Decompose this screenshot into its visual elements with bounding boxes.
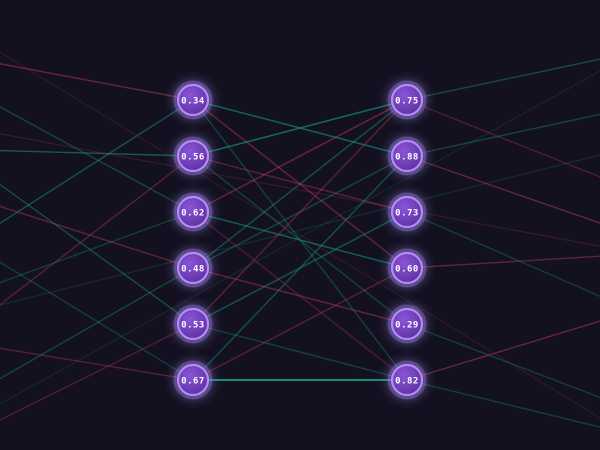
edge-positive-4	[0, 106, 194, 213]
node-glow-ring	[387, 248, 427, 288]
node-glow-ring	[387, 304, 427, 344]
node-hidden-2-3: 0.60	[387, 248, 427, 288]
node-glow-ring	[387, 136, 427, 176]
node-circle	[390, 307, 424, 341]
node-circle	[176, 251, 210, 285]
node-glow-ring	[173, 304, 213, 344]
edge-positive-2	[0, 149, 194, 157]
node-glow-ring	[173, 80, 213, 120]
edge-negative-36	[406, 155, 600, 224]
node-hidden-2-0: 0.75	[387, 80, 427, 120]
node-glow-ring	[173, 192, 213, 232]
node-glow-ring	[387, 80, 427, 120]
node-circle	[176, 83, 210, 117]
node-value: 0.34	[181, 97, 205, 107]
edge-negative-35	[406, 99, 600, 178]
node-value: 0.75	[395, 97, 419, 107]
edge-negative-3	[0, 155, 194, 306]
edge-positive-15	[0, 70, 600, 405]
node-glow-ring	[387, 360, 427, 400]
edge-negative-22	[192, 99, 408, 213]
edge-negative-39	[406, 255, 600, 269]
node-value: 0.67	[181, 377, 205, 387]
node-value: 0.48	[181, 265, 205, 275]
node-value: 0.53	[181, 321, 205, 331]
edge-negative-17	[192, 99, 408, 269]
edge-negative-20	[192, 155, 408, 213]
node-layer: 0.34 0.56 0.62 0.48 0.53 0.67 0.75 0.88 0.73 0.60…	[173, 80, 427, 400]
node-glow-ring	[173, 136, 213, 176]
node-value: 0.60	[395, 265, 419, 275]
node-value: 0.73	[395, 209, 419, 219]
node-circle	[390, 251, 424, 285]
node-value: 0.56	[181, 153, 205, 163]
edge-positive-40	[406, 323, 600, 399]
edge-positive-23	[192, 211, 408, 269]
node-hidden-1-5: 0.67	[173, 360, 213, 400]
edge-negative-33	[192, 267, 408, 381]
edge-negative-6	[0, 205, 194, 269]
node-circle	[176, 139, 210, 173]
node-hidden-2-1: 0.88	[387, 136, 427, 176]
node-value: 0.88	[395, 153, 419, 163]
edge-negative-24	[192, 211, 408, 381]
node-circle	[390, 139, 424, 173]
edge-positive-37	[406, 113, 600, 157]
edge-positive-32	[192, 155, 408, 381]
node-hidden-1-4: 0.53	[173, 304, 213, 344]
edge-layer	[0, 51, 600, 428]
node-hidden-1-0: 0.34	[173, 80, 213, 120]
node-glow-ring	[173, 360, 213, 400]
edge-positive-42	[406, 379, 600, 428]
node-hidden-1-2: 0.62	[173, 192, 213, 232]
edge-positive-30	[192, 323, 408, 381]
edge-positive-29	[192, 211, 408, 325]
node-hidden-2-5: 0.82	[387, 360, 427, 400]
node-glow-ring	[387, 192, 427, 232]
node-value: 0.62	[181, 209, 205, 219]
node-hidden-2-4: 0.29	[387, 304, 427, 344]
edge-negative-14	[0, 51, 600, 419]
edge-positive-13	[0, 154, 600, 306]
node-hidden-2-2: 0.73	[387, 192, 427, 232]
edge-positive-5	[0, 211, 194, 284]
edge-positive-7	[0, 267, 194, 380]
node-glow-ring	[173, 248, 213, 288]
node-circle	[176, 363, 210, 397]
node-circle	[390, 83, 424, 117]
edge-negative-11	[0, 347, 194, 381]
edge-positive-19	[192, 99, 408, 157]
edge-positive-0	[0, 99, 194, 225]
edge-positive-25	[192, 99, 408, 269]
node-circle	[390, 195, 424, 229]
edge-negative-27	[192, 267, 408, 325]
edge-positive-10	[0, 261, 194, 381]
node-hidden-1-1: 0.56	[173, 136, 213, 176]
edge-positive-38	[406, 211, 600, 298]
node-value: 0.82	[395, 377, 419, 387]
node-circle	[390, 363, 424, 397]
edge-positive-8	[0, 183, 194, 325]
edge-negative-12	[0, 133, 600, 247]
node-value: 0.29	[395, 321, 419, 331]
node-hidden-1-3: 0.48	[173, 248, 213, 288]
edge-negative-9	[0, 323, 194, 421]
node-circle	[176, 195, 210, 229]
edge-positive-26	[192, 155, 408, 269]
edge-negative-28	[192, 99, 408, 325]
edge-negative-41	[406, 320, 600, 381]
node-circle	[176, 307, 210, 341]
edge-negative-1	[0, 63, 194, 101]
edge-positive-34	[406, 58, 600, 101]
